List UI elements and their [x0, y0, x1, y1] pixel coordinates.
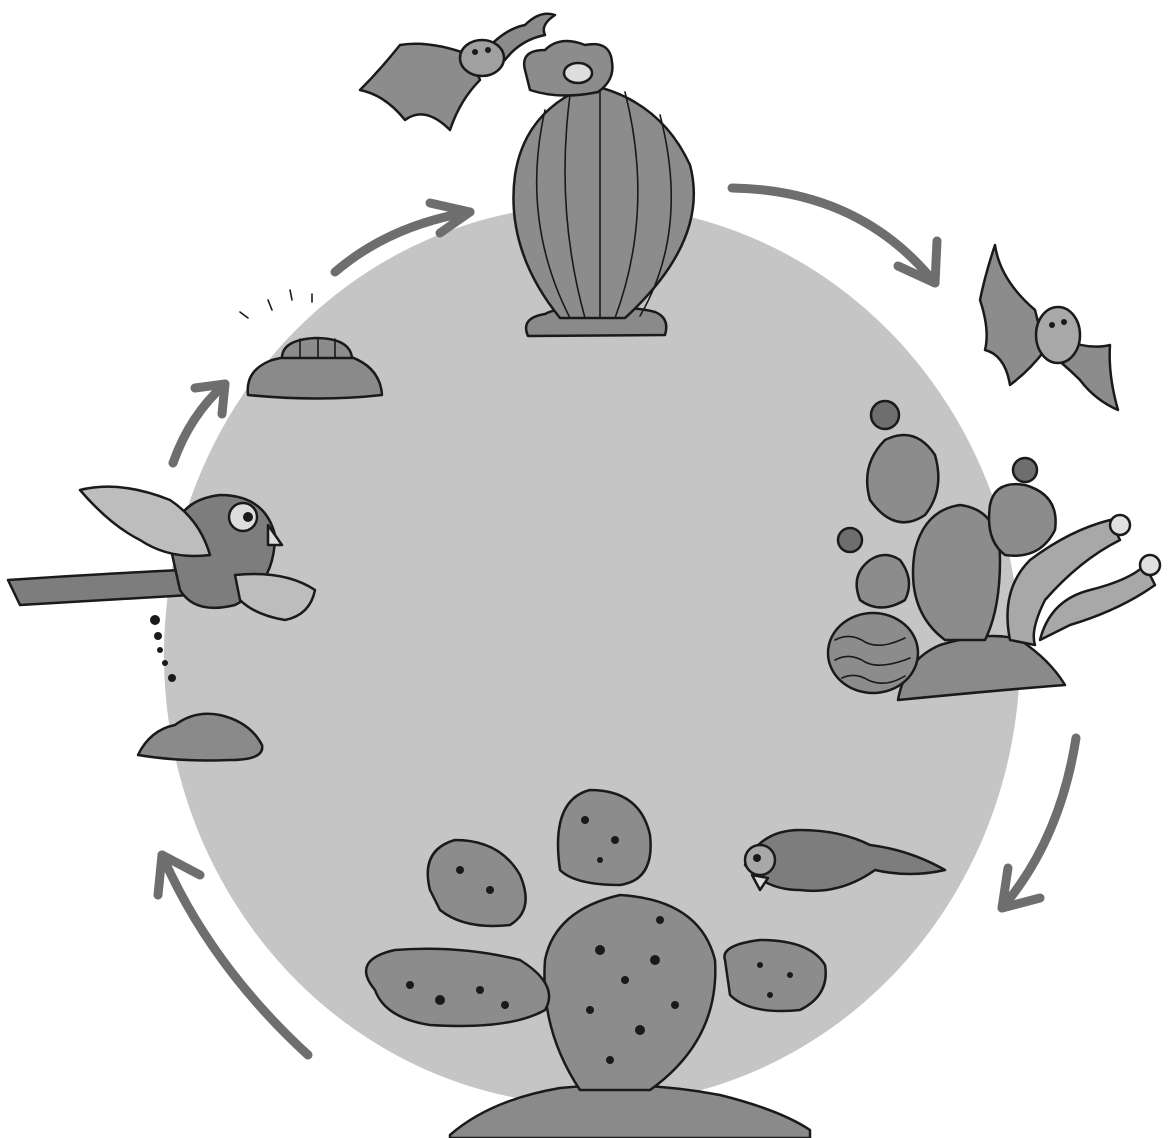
bird-wing-up: [80, 487, 210, 556]
bird-tail: [8, 570, 190, 605]
round-cactus: [828, 613, 918, 693]
bat-icon: [980, 245, 1118, 410]
arrow-right: [1002, 738, 1076, 908]
